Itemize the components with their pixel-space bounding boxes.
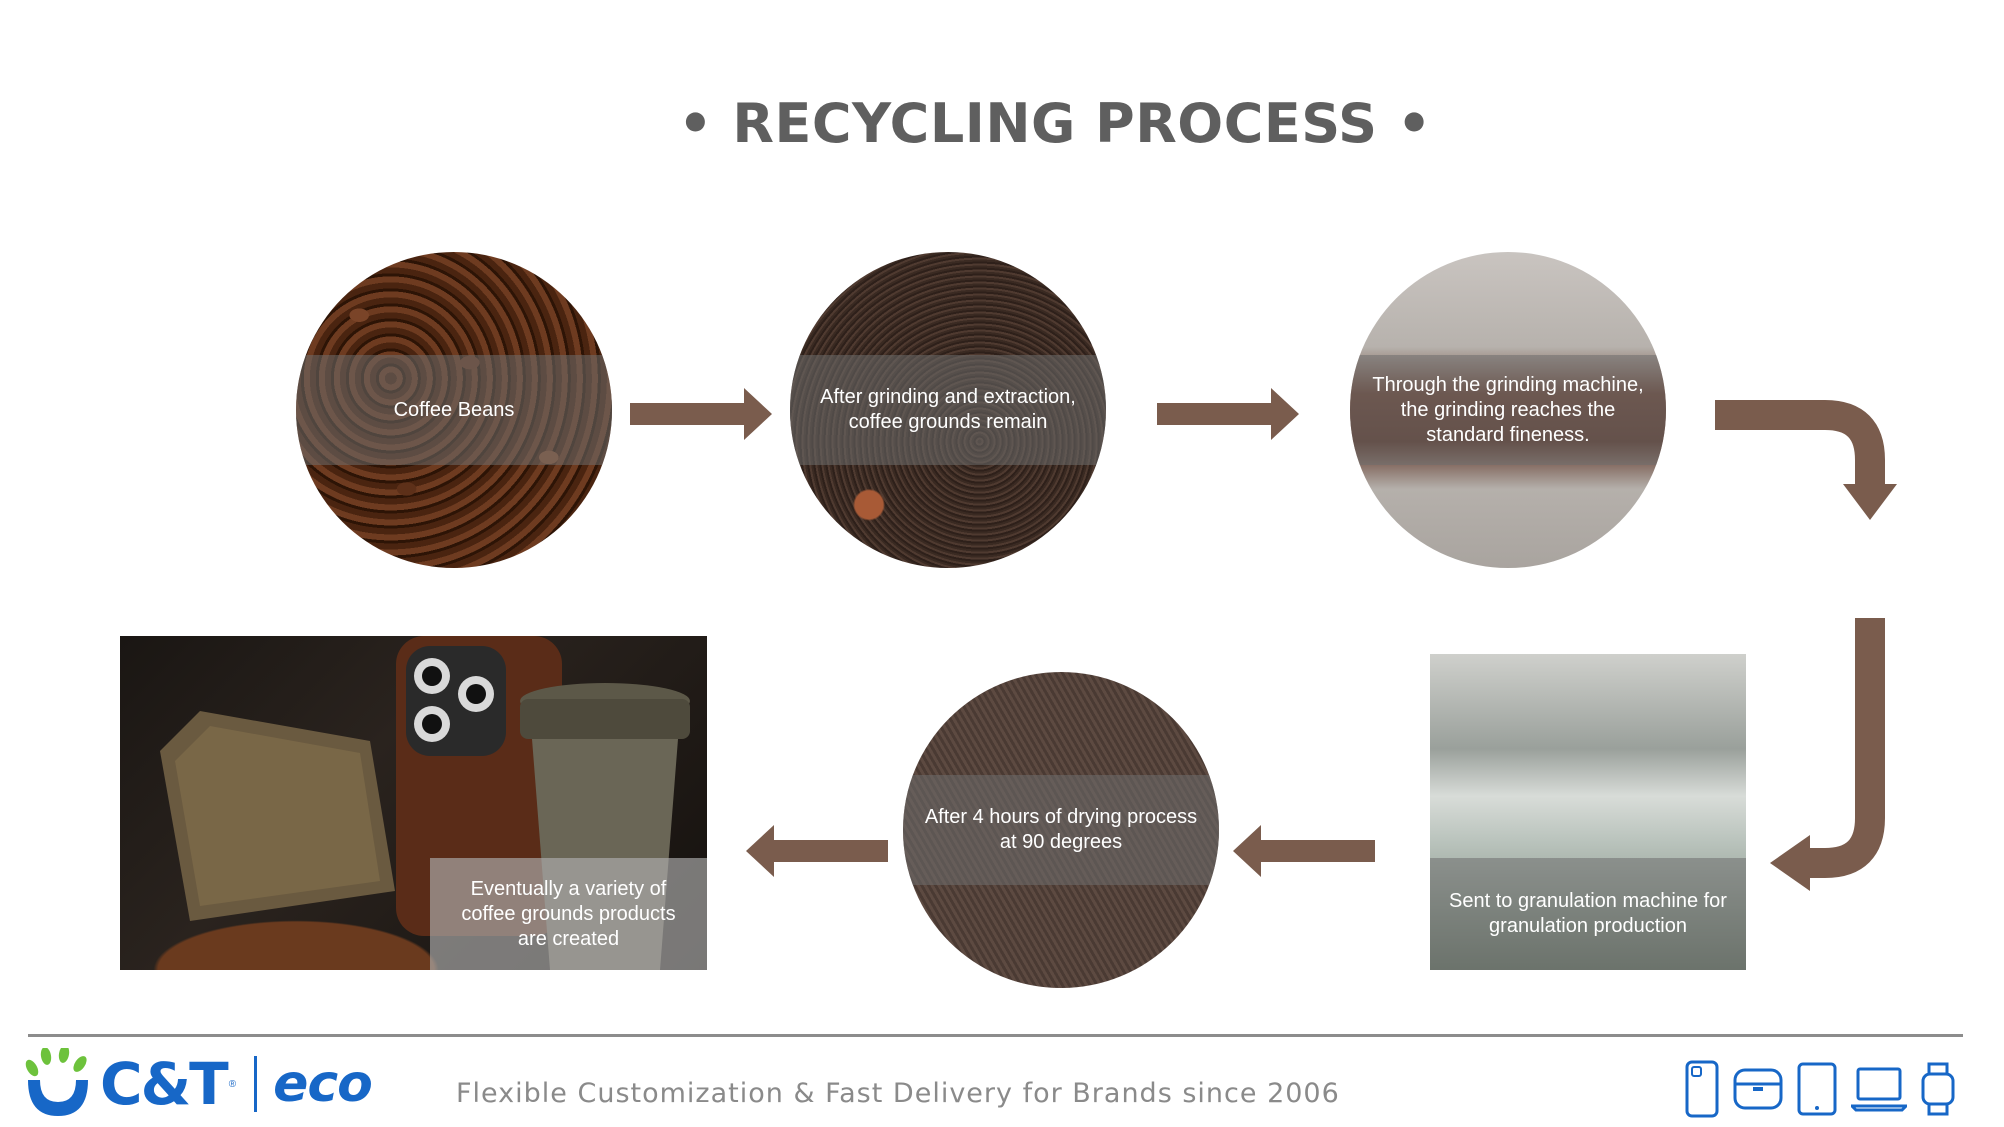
step-products: Eventually a variety of coffee grounds p…	[120, 636, 707, 970]
coaster-product-icon	[160, 711, 395, 921]
laptop-icon	[1851, 1067, 1907, 1112]
arrow-left-icon	[1233, 825, 1375, 877]
phone-icon	[1685, 1060, 1719, 1118]
page-title: • RECYCLING PROCESS •	[678, 92, 1432, 155]
brand-name: C&T	[100, 1050, 229, 1118]
step-coffee-beans: Coffee Beans	[296, 252, 612, 568]
logo-separator	[254, 1056, 258, 1112]
step-drying: After 4 hours of drying process at 90 de…	[903, 672, 1219, 988]
earbuds-case-icon	[1733, 1068, 1783, 1110]
watch-icon	[1921, 1062, 1955, 1116]
step-granulation: Sent to granulation machine for granulat…	[1430, 654, 1746, 970]
brand-logo: C&T ® eco	[22, 1048, 373, 1120]
logo-sprout-icon	[25, 1048, 88, 1116]
step-grinding-extraction: After grinding and extraction, coffee gr…	[790, 252, 1106, 568]
step-label: After 4 hours of drying process at 90 de…	[903, 775, 1219, 885]
step-label: After grinding and extraction, coffee gr…	[790, 355, 1106, 465]
arrow-right-icon	[630, 388, 772, 440]
step-label: Eventually a variety of coffee grounds p…	[430, 858, 707, 970]
arrow-right-icon	[1157, 388, 1299, 440]
device-icons	[1685, 1060, 1955, 1118]
sub-brand-name: eco	[273, 1054, 373, 1114]
brand-registered-mark: ®	[228, 1078, 237, 1090]
arrow-turn-left-icon	[1770, 618, 1885, 891]
step-label: Sent to granulation machine for granulat…	[1430, 858, 1746, 970]
arrow-left-icon	[746, 825, 888, 877]
footer-tagline: Flexible Customization & Fast Delivery f…	[456, 1078, 1340, 1109]
step-label: Coffee Beans	[296, 355, 612, 465]
tablet-icon	[1797, 1062, 1837, 1116]
step-label: Through the grinding machine, the grindi…	[1350, 355, 1666, 465]
step-grinding-machine: Through the grinding machine, the grindi…	[1350, 252, 1666, 568]
arrow-turn-down-icon	[1715, 400, 1897, 520]
footer-divider	[28, 1034, 1963, 1037]
